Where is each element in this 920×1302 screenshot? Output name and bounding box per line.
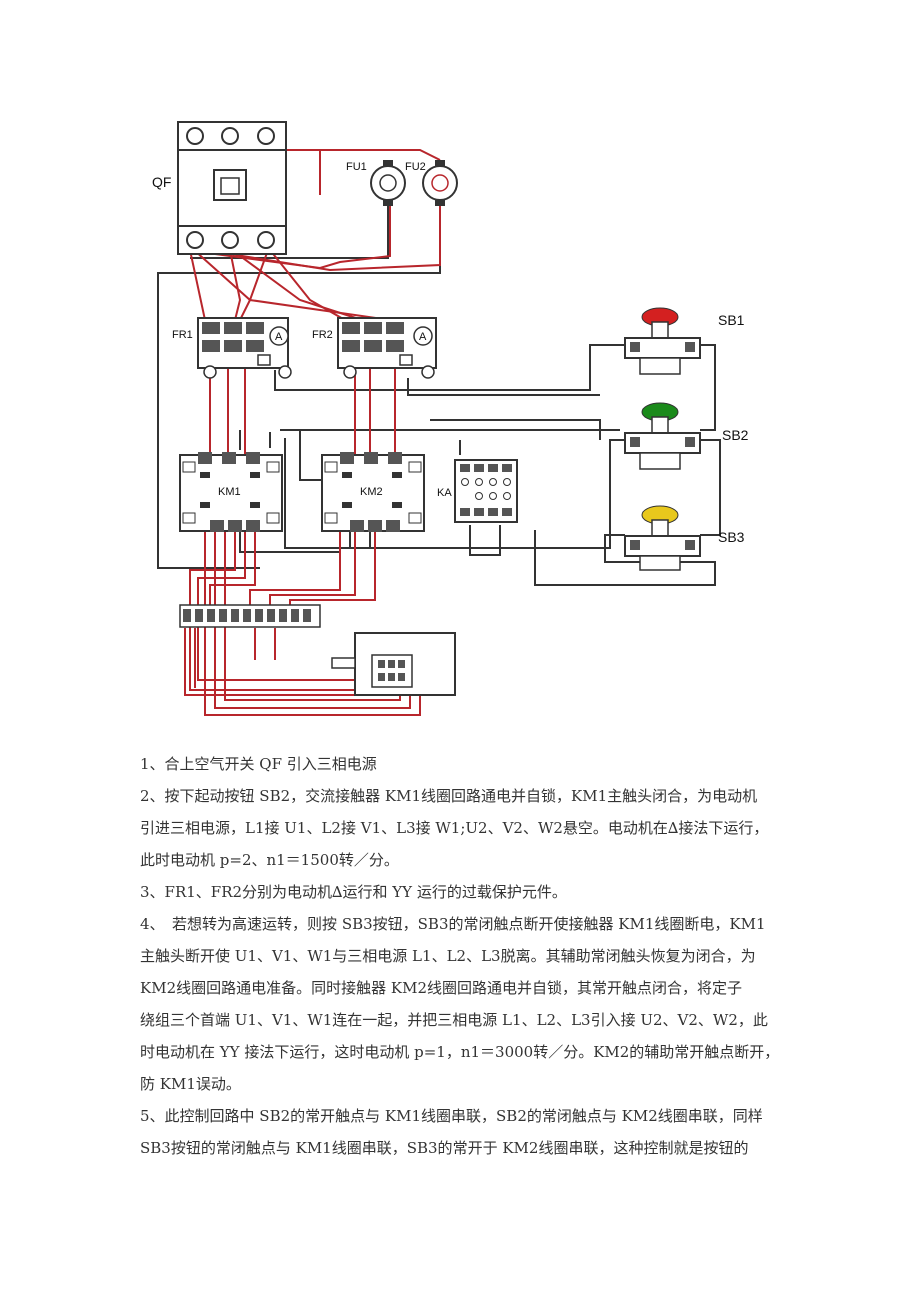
fr1-relay (197, 317, 292, 379)
paragraph: 4、 若想转为高速运转，则按 SB3按钮，SB3的常闭触点断开使接触器 KM1线… (140, 915, 766, 933)
paragraph: 1、合上空气开关 QF 引入三相电源 (140, 755, 377, 773)
sb2-label: SB2 (722, 427, 749, 443)
explanation-text: 1、合上空气开关 QF 引入三相电源 2、按下起动按钮 SB2，交流接触器 KM… (140, 748, 790, 1164)
fr2-meter-label: A (419, 331, 427, 343)
paragraph: 引进三相电源，L1接 U1、L2接 V1、L3接 W1;U2、V2、W2悬空。电… (140, 819, 769, 837)
km1-label: KM1 (218, 486, 241, 498)
sb3-label: SB3 (718, 529, 745, 545)
fu2-label: FU2 (405, 161, 426, 173)
km2-contactor (321, 452, 425, 532)
ka-label: KA (437, 487, 452, 499)
km1-contactor (179, 452, 283, 532)
paragraph: 时电动机在 YY 接法下运行，这时电动机 p=1，n1＝3000转／分。KM2的… (140, 1043, 780, 1061)
paragraph: KM2线圈回路通电准备。同时接触器 KM2线圈回路通电并自锁，其常开触点闭合，将… (140, 979, 742, 997)
paragraph: 5、此控制回路中 SB2的常开触点与 KM1线圈串联，SB2的常闭触点与 KM2… (140, 1107, 763, 1125)
fu2-fuse (422, 160, 458, 206)
paragraph: 此时电动机 p=2、n1＝1500转／分。 (140, 851, 399, 869)
fr1-meter-label: A (275, 331, 283, 343)
paragraph: 防 KM1误动。 (140, 1075, 241, 1093)
sb1-label: SB1 (718, 312, 745, 328)
fu1-fuse (370, 160, 406, 206)
sb3-button (624, 505, 701, 571)
ka-relay (454, 459, 518, 523)
qf-label: QF (152, 174, 171, 190)
paragraph: 主触头断开使 U1、V1、W1与三相电源 L1、L2、L3脱离。其辅助常闭触头恢… (140, 947, 756, 965)
fu1-label: FU1 (346, 161, 367, 173)
fr2-relay (337, 317, 437, 379)
paragraph: 2、按下起动按钮 SB2，交流接触器 KM1线圈回路通电并自锁，KM1主触头闭合… (140, 787, 758, 805)
km2-label: KM2 (360, 486, 383, 498)
sb2-button (624, 402, 701, 470)
paragraph: 绕组三个首端 U1、V1、W1连在一起，并把三相电源 L1、L2、L3引入接 U… (140, 1011, 768, 1029)
terminal-block (179, 604, 321, 628)
motor (331, 632, 456, 696)
fr1-label: FR1 (172, 329, 193, 341)
fr2-label: FR2 (312, 329, 333, 341)
control-wires (157, 195, 721, 586)
wiring-diagram: QF FU1 FU2 FR1 A (152, 121, 749, 716)
sb1-button (624, 307, 701, 375)
paragraph: SB3按钮的常闭触点与 KM1线圈串联，SB3的常开于 KM2线圈串联，这种控制… (140, 1139, 749, 1157)
qf-breaker (177, 121, 287, 255)
paragraph: 3、FR1、FR2分别为电动机∆运行和 YY 运行的过载保护元件。 (140, 883, 567, 901)
